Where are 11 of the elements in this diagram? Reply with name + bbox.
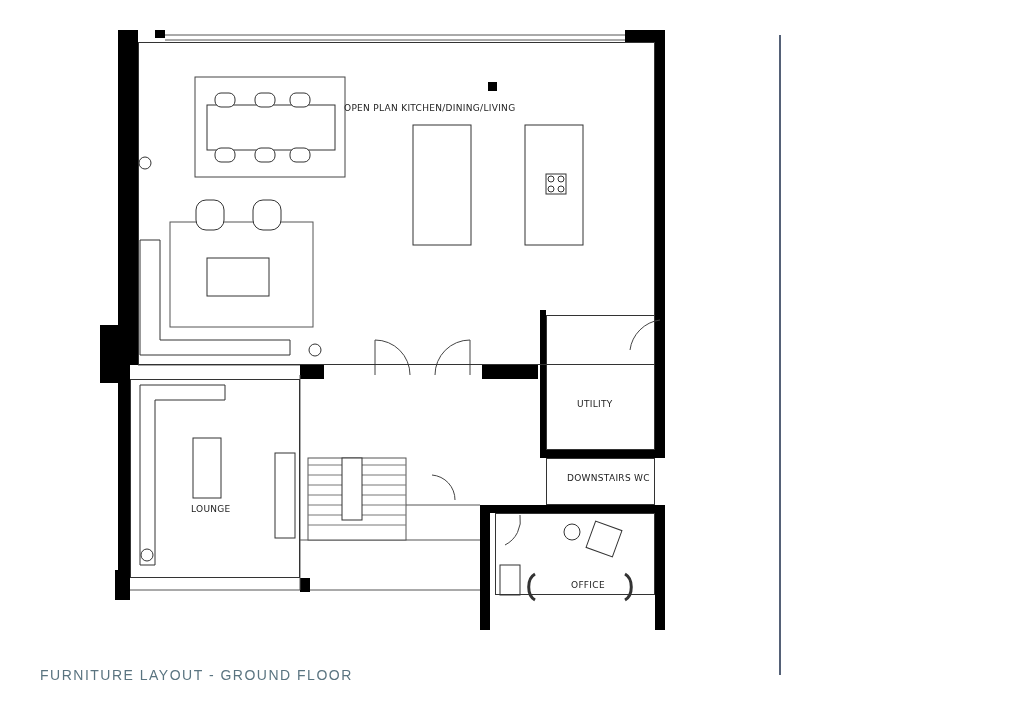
room-label: UTILITY (577, 399, 613, 409)
room-outline (546, 315, 655, 450)
room-label: OFFICE (571, 580, 605, 590)
room-label: OPEN PLAN KITCHEN/DINING/LIVING (344, 103, 516, 113)
room-label: DOWNSTAIRS WC (567, 473, 650, 483)
plan-title: FURNITURE LAYOUT - GROUND FLOOR (40, 667, 353, 683)
room-outline (130, 379, 300, 578)
room-outline (546, 458, 655, 505)
room-outline (138, 42, 655, 365)
room-outline (495, 513, 655, 595)
room-label: LOUNGE (191, 504, 231, 514)
